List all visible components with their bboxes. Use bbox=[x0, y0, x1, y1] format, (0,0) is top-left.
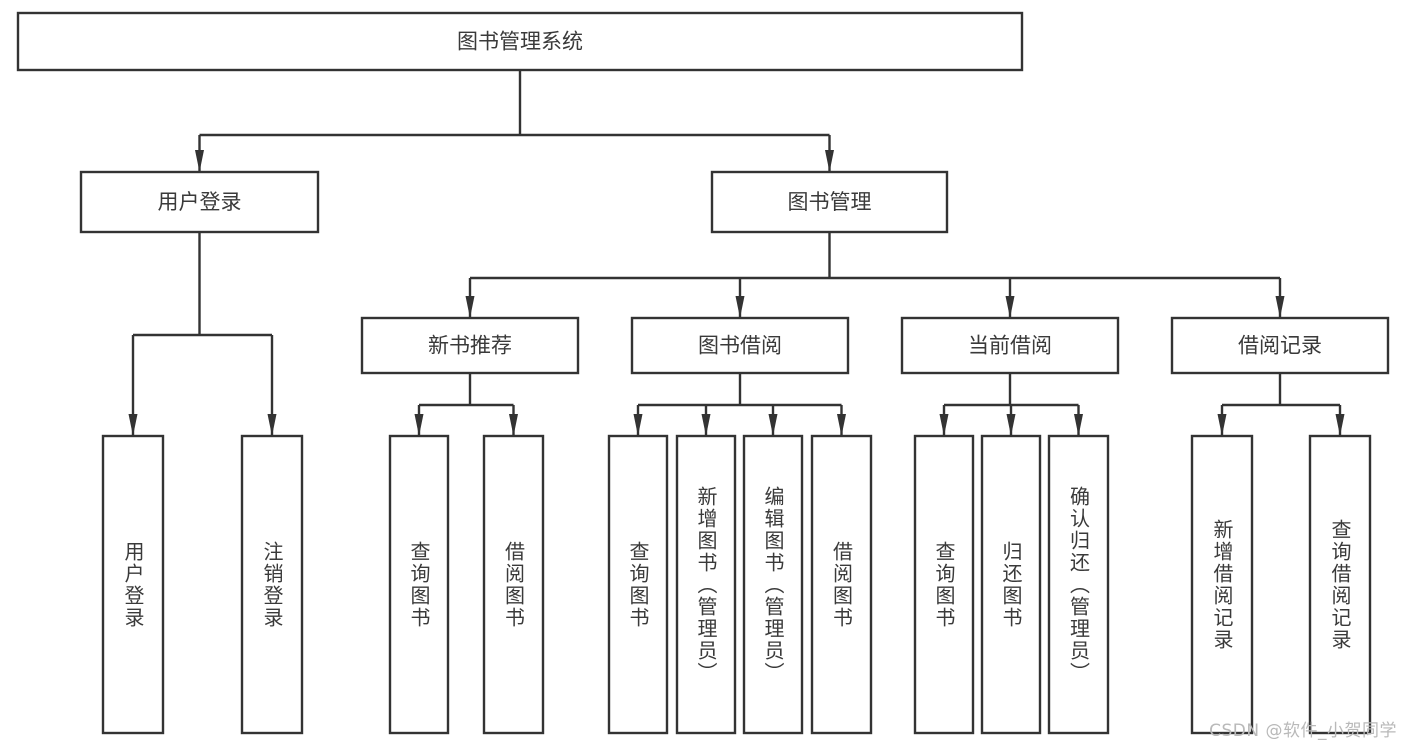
level1-node-box[interactable] bbox=[710, 170, 949, 234]
level2-node-label: 新书推荐 bbox=[428, 334, 512, 358]
level2-node-box[interactable] bbox=[1170, 316, 1390, 375]
leaf-node-box[interactable] bbox=[607, 434, 669, 735]
root-node-box[interactable] bbox=[16, 11, 1024, 72]
level1-node-label: 图书管理 bbox=[788, 190, 872, 214]
level2-node-label: 图书借阅 bbox=[698, 334, 782, 358]
arrow-head-icon bbox=[128, 414, 138, 436]
arrow-head-icon bbox=[1275, 296, 1285, 318]
leaf-node-box[interactable] bbox=[240, 434, 304, 735]
leaf-node-box[interactable] bbox=[742, 434, 804, 735]
leaf-node-box[interactable] bbox=[980, 434, 1042, 735]
arrow-head-icon bbox=[465, 296, 475, 318]
level2-node-box[interactable] bbox=[360, 316, 580, 375]
root-node-label: 图书管理系统 bbox=[457, 30, 583, 54]
leaf-node-box[interactable] bbox=[913, 434, 975, 735]
level2-node-label: 当前借阅 bbox=[968, 334, 1052, 358]
arrow-head-icon bbox=[195, 150, 204, 172]
arrow-head-icon bbox=[1006, 414, 1016, 436]
leaf-node-box[interactable] bbox=[675, 434, 737, 735]
leaf-node-box[interactable] bbox=[1047, 434, 1110, 735]
level1-node-label: 用户登录 bbox=[158, 190, 242, 214]
arrow-head-icon bbox=[1005, 296, 1015, 318]
node-boxes bbox=[16, 11, 1390, 735]
leaf-node-box[interactable] bbox=[1190, 434, 1254, 735]
leaf-node-box[interactable] bbox=[388, 434, 450, 735]
arrow-head-icon bbox=[1335, 414, 1345, 436]
arrow-head-icon bbox=[1074, 414, 1083, 436]
arrow-head-icon bbox=[509, 414, 518, 436]
level2-node-box[interactable] bbox=[630, 316, 850, 375]
leaf-node-box[interactable] bbox=[101, 434, 165, 735]
leaf-node-box[interactable] bbox=[810, 434, 873, 735]
level2-node-label: 借阅记录 bbox=[1238, 334, 1322, 358]
arrow-head-icon bbox=[701, 414, 711, 436]
level1-node-box[interactable] bbox=[79, 170, 320, 234]
arrow-head-icon bbox=[735, 296, 745, 318]
arrow-head-icon bbox=[414, 414, 424, 436]
leaf-node-box[interactable] bbox=[1308, 434, 1372, 735]
arrow-head-icon bbox=[837, 414, 846, 436]
arrow-head-icon bbox=[939, 414, 949, 436]
arrow-head-icon bbox=[768, 414, 778, 436]
leaf-node-box[interactable] bbox=[482, 434, 545, 735]
connector-lines bbox=[128, 70, 1345, 436]
arrow-head-icon bbox=[1217, 414, 1227, 436]
arrow-head-icon bbox=[267, 414, 277, 436]
level2-node-box[interactable] bbox=[900, 316, 1120, 375]
arrow-head-icon bbox=[633, 414, 643, 436]
arrow-head-icon bbox=[825, 150, 834, 172]
